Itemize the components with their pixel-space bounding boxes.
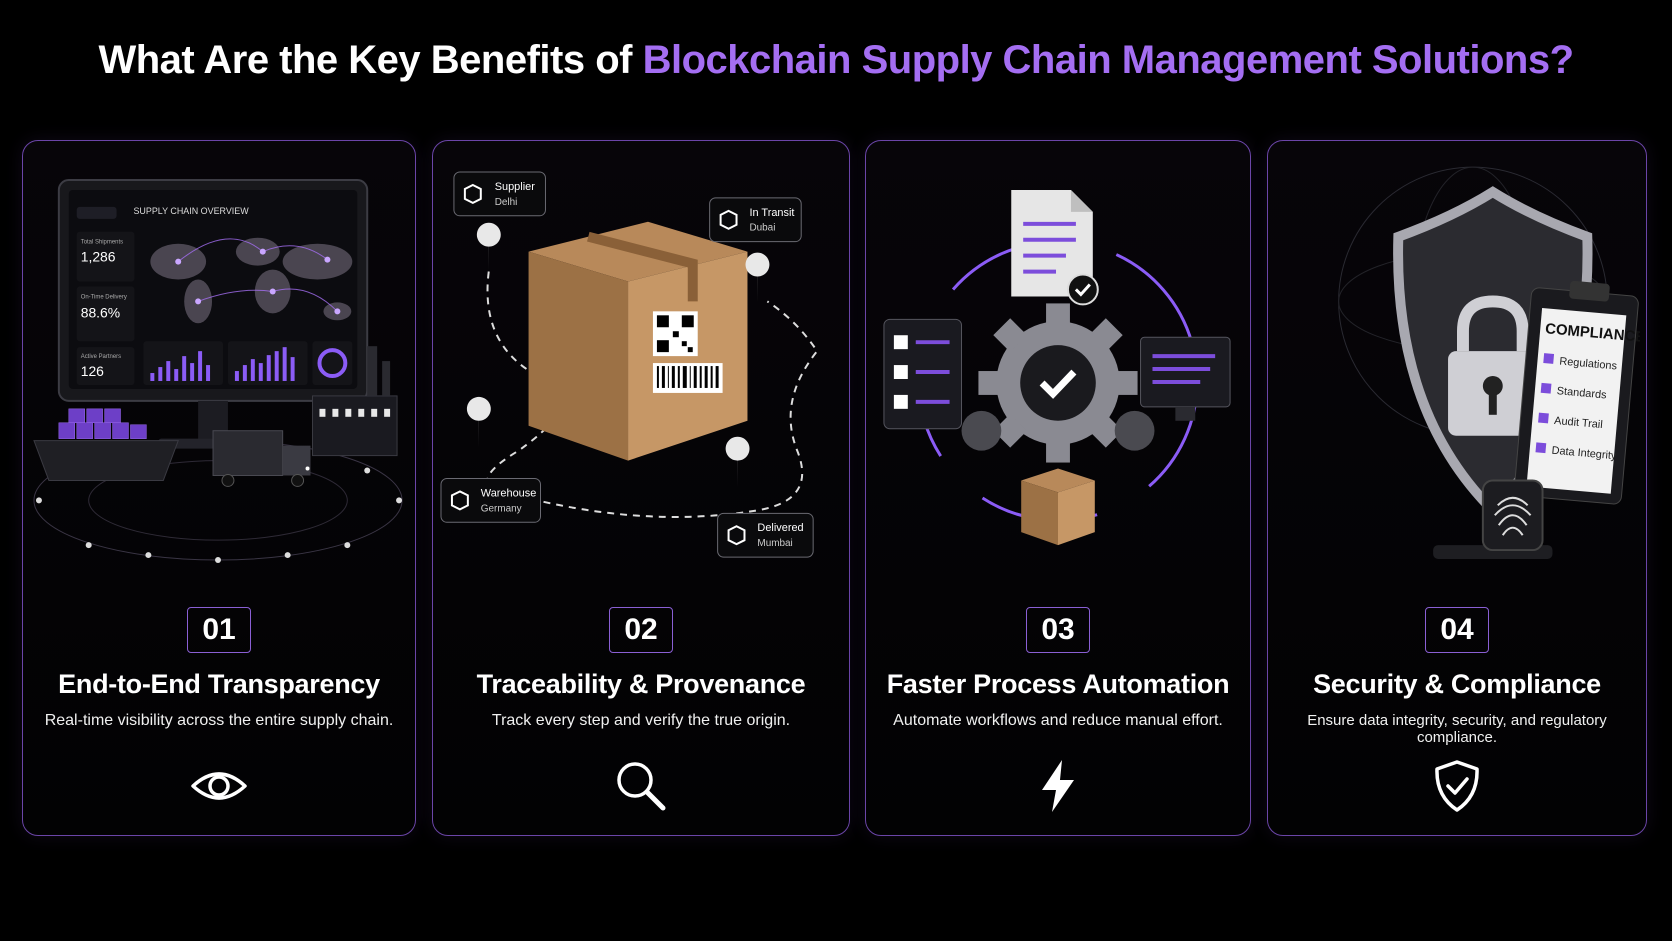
location-name: Warehouse bbox=[481, 487, 537, 499]
compliance-item: Standards bbox=[1556, 385, 1607, 401]
benefit-card-automation: 03 Faster Process Automation Automate wo… bbox=[865, 140, 1251, 836]
stat-label: Active Partners bbox=[81, 354, 121, 360]
card-description: Automate workflows and reduce manual eff… bbox=[893, 712, 1223, 729]
benefit-card-traceability: Supplier Delhi In Transit Dubai Warehous… bbox=[432, 140, 850, 836]
card-title: End-to-End Transparency bbox=[58, 669, 380, 699]
title-highlight: Blockchain Supply Chain Management Solut… bbox=[642, 38, 1574, 82]
card-number: 01 bbox=[187, 607, 251, 653]
location-place: Mumbai bbox=[757, 538, 792, 549]
card-title: Traceability & Provenance bbox=[476, 669, 806, 699]
compliance-item: Audit Trail bbox=[1554, 415, 1604, 431]
benefit-card-transparency: SUPPLY CHAIN OVERVIEW Total Shipments 1,… bbox=[22, 140, 416, 836]
card-number: 03 bbox=[1026, 607, 1090, 653]
stat-value: 1,286 bbox=[81, 249, 116, 265]
card-description: Real-time visibility across the entire s… bbox=[44, 712, 394, 729]
lightning-icon bbox=[1028, 756, 1088, 816]
card-title: Faster Process Automation bbox=[886, 669, 1230, 699]
card-number: 02 bbox=[609, 607, 673, 653]
card-title: Security & Compliance bbox=[1313, 669, 1601, 699]
package-tracking-illustration: Supplier Delhi In Transit Dubai Warehous… bbox=[439, 151, 843, 606]
card-description: Track every step and verify the true ori… bbox=[491, 712, 791, 729]
card-description: Ensure data integrity, security, and reg… bbox=[1307, 712, 1607, 746]
location-name: In Transit bbox=[749, 207, 794, 219]
title-prefix: What Are the Key Benefits of bbox=[98, 38, 643, 82]
location-place: Germany bbox=[481, 503, 522, 514]
dashboard-header: SUPPLY CHAIN OVERVIEW bbox=[133, 206, 249, 216]
stat-label: On-Time Delivery bbox=[81, 294, 127, 300]
shield-check-icon bbox=[1427, 756, 1487, 816]
eye-icon bbox=[189, 756, 249, 816]
location-place: Dubai bbox=[749, 223, 775, 234]
compliance-item: Data Integrity bbox=[1551, 445, 1617, 463]
compliance-item: Regulations bbox=[1559, 355, 1618, 372]
stat-value: 126 bbox=[81, 363, 104, 379]
stat-label: Total Shipments bbox=[81, 240, 123, 246]
card-number: 04 bbox=[1425, 607, 1489, 653]
location-place: Delhi bbox=[495, 197, 518, 208]
benefit-card-security: COMPLIANCE Regulations Standards Audit T… bbox=[1267, 140, 1647, 836]
automation-illustration bbox=[872, 151, 1244, 606]
page-title: What Are the Key Benefits of Blockchain … bbox=[0, 38, 1672, 83]
location-name: Supplier bbox=[495, 181, 535, 193]
security-illustration: COMPLIANCE Regulations Standards Audit T… bbox=[1274, 151, 1640, 606]
dashboard-illustration: SUPPLY CHAIN OVERVIEW Total Shipments 1,… bbox=[29, 151, 409, 606]
magnifier-icon bbox=[611, 756, 671, 816]
stat-value: 88.6% bbox=[81, 304, 120, 320]
location-name: Delivered bbox=[757, 522, 803, 534]
